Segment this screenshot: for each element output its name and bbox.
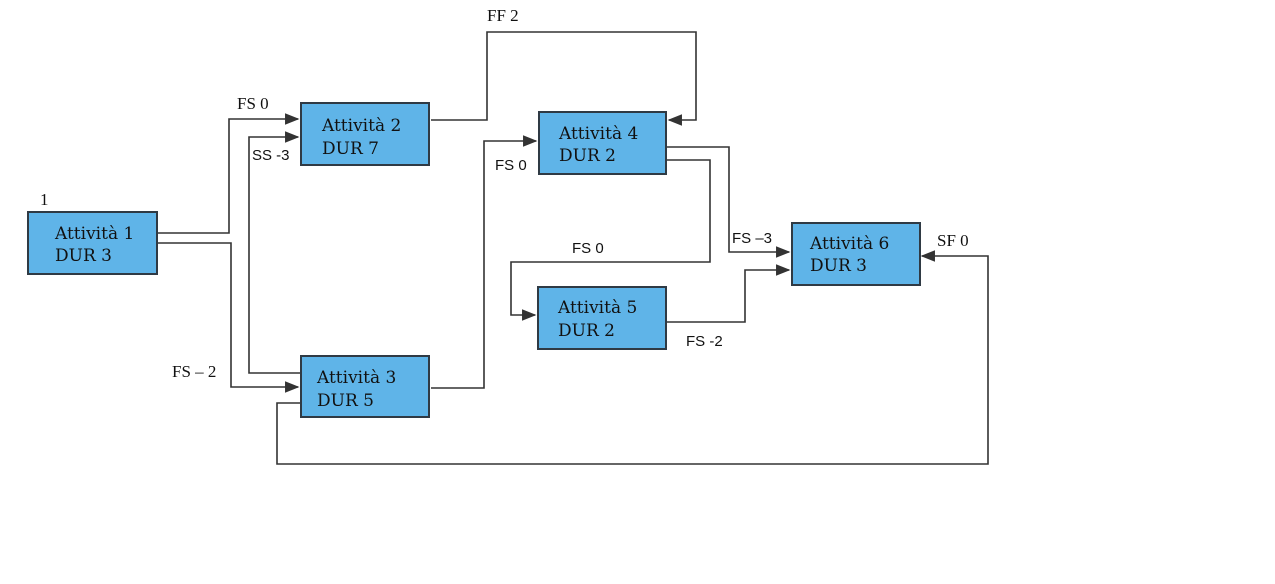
activity-5: Attività 5 DUR 2 <box>537 286 667 350</box>
node-number: 1 <box>40 190 49 209</box>
link-label-a5-a6: FS -2 <box>686 333 723 350</box>
activity-3: Attività 3 DUR 5 <box>300 355 430 418</box>
link-a4-a6 <box>667 146 791 258</box>
link-a4-a5 <box>510 159 711 321</box>
activity-5-name: Attività 5 <box>557 298 637 318</box>
link-label-a3-a2: SS -3 <box>252 147 290 164</box>
link-label-a4-a6: FS –3 <box>732 230 772 247</box>
activity-1-duration: DUR 3 <box>55 246 112 266</box>
link-a1-a2 <box>158 113 300 234</box>
link-a1-a3 <box>158 242 300 393</box>
link-label-a3-a6: SF 0 <box>937 231 969 250</box>
activity-4-name: Attività 4 <box>558 124 638 144</box>
link-a3-a2 <box>248 131 300 374</box>
activity-4: Attività 4 DUR 2 <box>538 111 667 175</box>
activity-2-duration: DUR 7 <box>322 139 379 159</box>
activity-6: Attività 6 DUR 3 <box>791 222 921 286</box>
link-a5-a6 <box>667 264 791 323</box>
link-a2-a4 <box>431 31 697 126</box>
activity-5-duration: DUR 2 <box>558 321 615 341</box>
activity-6-name: Attività 6 <box>809 234 889 254</box>
activity-2: Attività 2 DUR 7 <box>300 102 430 166</box>
activity-6-duration: DUR 3 <box>810 256 867 276</box>
link-label-a2-a4: FF 2 <box>487 6 519 25</box>
activity-3-duration: DUR 5 <box>317 391 374 411</box>
activity-3-name: Attività 3 <box>316 368 396 388</box>
link-label-a1-a2: FS 0 <box>237 94 269 113</box>
link-label-a1-a3: FS – 2 <box>172 362 216 381</box>
activity-2-name: Attività 2 <box>321 116 401 136</box>
activity-4-duration: DUR 2 <box>559 146 616 166</box>
link-a3-a6 <box>276 250 989 465</box>
link-label-a3-a4: FS 0 <box>495 157 527 174</box>
link-label-a4-a5: FS 0 <box>572 240 604 257</box>
activity-1: Attività 1 DUR 3 <box>27 211 158 275</box>
link-a3-a4 <box>431 135 538 389</box>
activity-1-name: Attività 1 <box>54 224 134 244</box>
